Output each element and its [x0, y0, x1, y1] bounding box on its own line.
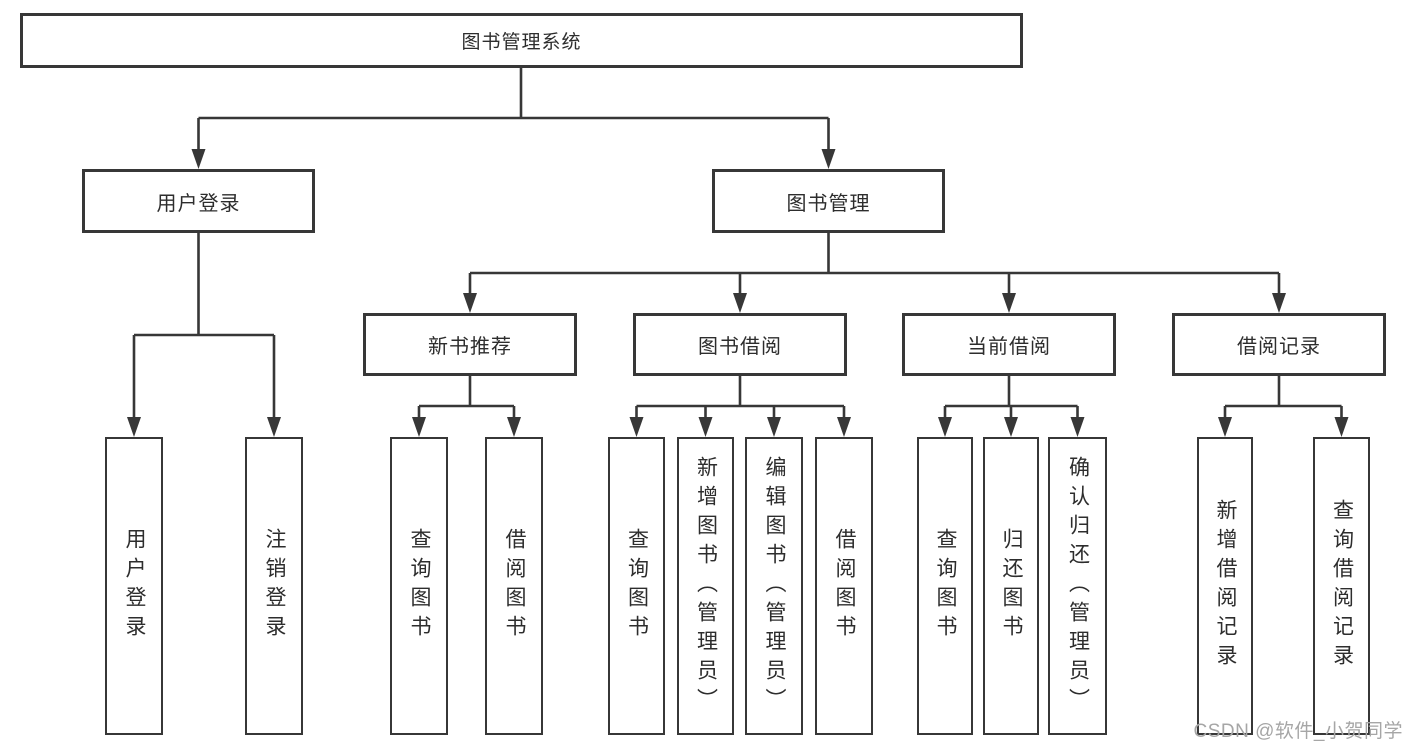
arrowhead-icon: [412, 417, 426, 437]
leaf-add-books-admin: 新增图书（管理员）: [677, 437, 734, 735]
connector-userlogin-to-leaves: [127, 233, 281, 437]
arrowhead-icon: [1002, 293, 1016, 313]
node-label: 借阅记录: [1237, 336, 1321, 358]
node-label: 当前借阅: [967, 336, 1051, 358]
arrowhead-icon: [463, 293, 477, 313]
leaf-label: 查询借阅记录: [1330, 499, 1354, 673]
node-book-management: 图书管理: [712, 169, 945, 233]
arrowhead-icon: [267, 417, 281, 437]
connector-root-to-level1: [191, 68, 836, 169]
leaf-query-books-current: 查询图书: [917, 437, 973, 735]
leaf-label: 注销登录: [263, 528, 286, 644]
arrowhead-icon: [1004, 417, 1018, 437]
connector-records-to-leaves: [1218, 376, 1349, 437]
leaf-query-books-newrec: 查询图书: [390, 437, 448, 735]
leaf-label: 新增借阅记录: [1214, 499, 1237, 673]
leaf-label: 查询图书: [625, 528, 649, 644]
leaf-label: 查询图书: [408, 528, 431, 644]
leaf-label: 确认归还（管理员）: [1066, 455, 1090, 717]
connector-bookmgmt-to-level2: [463, 233, 1286, 313]
arrowhead-icon: [938, 417, 952, 437]
arrowhead-icon: [1272, 293, 1286, 313]
node-user-login: 用户登录: [82, 169, 315, 233]
arrowhead-icon: [821, 149, 836, 169]
node-label: 新书推荐: [428, 336, 512, 358]
connector-newrec-to-leaves: [412, 376, 521, 437]
leaf-label: 用户登录: [123, 528, 146, 644]
arrowhead-icon: [767, 417, 781, 437]
connector-current-to-leaves: [938, 376, 1085, 437]
node-label: 图书管理系统: [461, 32, 582, 53]
leaf-query-books-borrow: 查询图书: [608, 437, 665, 735]
arrowhead-icon: [629, 417, 644, 437]
leaf-user-login: 用户登录: [105, 437, 163, 735]
arrowhead-icon: [507, 417, 521, 437]
leaf-query-borrow-record: 查询借阅记录: [1313, 437, 1370, 735]
leaf-edit-books-admin: 编辑图书（管理员）: [745, 437, 803, 735]
leaf-label: 查询图书: [934, 528, 957, 644]
arrowhead-icon: [733, 293, 747, 313]
arrowhead-icon: [837, 417, 851, 437]
arrowhead-icon: [1218, 417, 1232, 437]
watermark: CSDN @软件_小贺同学: [1193, 721, 1403, 742]
node-label: 图书管理: [786, 192, 871, 215]
node-book-borrowing: 图书借阅: [633, 313, 847, 376]
leaf-return-books: 归还图书: [983, 437, 1039, 735]
arrowhead-icon: [1070, 417, 1085, 437]
leaf-label: 编辑图书（管理员）: [763, 455, 786, 717]
leaf-label: 借阅图书: [833, 528, 856, 644]
leaf-confirm-return-admin: 确认归还（管理员）: [1048, 437, 1107, 735]
arrowhead-icon: [698, 417, 713, 437]
leaf-logout: 注销登录: [245, 437, 303, 735]
arrowhead-icon: [191, 149, 206, 169]
node-borrowing-records: 借阅记录: [1172, 313, 1386, 376]
leaf-add-borrow-record: 新增借阅记录: [1197, 437, 1253, 735]
node-new-book-recommendation: 新书推荐: [363, 313, 577, 376]
connector-borrow-to-leaves: [629, 376, 851, 437]
arrowhead-icon: [1334, 417, 1349, 437]
leaf-borrow-books: 借阅图书: [815, 437, 873, 735]
node-library-management-system: 图书管理系统: [20, 13, 1023, 68]
node-label: 图书借阅: [698, 336, 782, 358]
leaf-label: 借阅图书: [503, 528, 526, 644]
arrowhead-icon: [127, 417, 141, 437]
node-current-borrowing: 当前借阅: [902, 313, 1116, 376]
leaf-label: 归还图书: [1000, 528, 1023, 644]
node-label: 用户登录: [156, 192, 241, 215]
leaf-borrow-books-newrec: 借阅图书: [485, 437, 543, 735]
leaf-label: 新增图书（管理员）: [694, 455, 718, 717]
